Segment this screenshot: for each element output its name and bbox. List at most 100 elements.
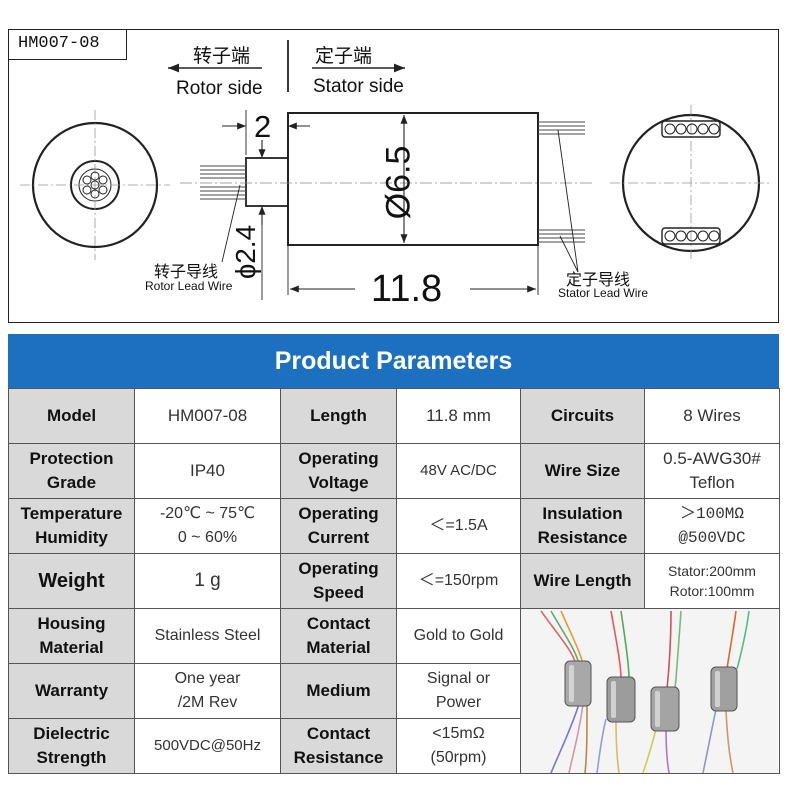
contact-material-label: Contact Material [280, 608, 397, 664]
op-speed-label: Operating Speed [280, 553, 397, 609]
housing-label-line2: Material [39, 638, 104, 657]
wire-length-value: Stator:200mm Rotor:100mm [644, 553, 780, 609]
wire-size-value: 0.5-AWG30# Teflon [644, 443, 780, 499]
model-value: HM007-08 [134, 388, 281, 444]
temperature-value: -20℃ ~ 75℃ 0 ~ 60% [134, 498, 281, 554]
wire-size-label: Wire Size [520, 443, 645, 499]
stator-side-cn: 定子端 [315, 45, 373, 67]
medium-value-line1: Signal or [426, 670, 491, 687]
op-current-value: ＜=1.5A [396, 498, 521, 554]
insulation-value-line1: ＞100MΩ [679, 505, 744, 523]
contact-material-value: Gold to Gold [396, 608, 521, 664]
table-row: Dielectric Strength 500VDC@50Hz Contact … [8, 718, 780, 774]
dielectric-label-line2: Strength [36, 748, 107, 767]
op-voltage-label: Operating Voltage [280, 443, 397, 499]
direction-arrows [168, 40, 405, 92]
contact-resistance-line1: <15mΩ [432, 725, 485, 742]
drawing-graphics [20, 40, 770, 300]
wire-length-stator: Stator:200mm [668, 563, 756, 579]
warranty-value: One year /2M Rev [134, 663, 281, 719]
rotor-side-cn: 转子端 [193, 45, 251, 67]
stator-lead-wire-cn: 定子导线 [566, 270, 631, 289]
table-row: Warranty One year /2M Rev Medium Signal … [8, 663, 780, 719]
contact-material-label-line1: Contact [306, 614, 371, 633]
op-speed-value: ＜=150rpm [396, 553, 521, 609]
dielectric-label-line1: Dielectric [33, 724, 110, 743]
op-voltage-label-line2: Voltage [308, 473, 369, 492]
contact-resistance-label-line2: Resistance [293, 748, 384, 767]
protection-value: IP40 [134, 443, 281, 499]
housing-label-line1: Housing [37, 614, 106, 633]
insulation-label-line2: Resistance [537, 528, 628, 547]
wire-size-line2: Teflon [689, 473, 735, 492]
protection-label-line1: Protection [29, 449, 114, 468]
contact-material-label-line2: Material [306, 638, 371, 657]
circuits-value: 8 Wires [644, 388, 780, 444]
weight-value: 1 g [134, 553, 281, 609]
medium-label: Medium [280, 663, 397, 719]
dielectric-label: Dielectric Strength [8, 718, 135, 774]
medium-value: Signal or Power [396, 663, 521, 719]
rotor-lead-wire-cn: 转子导线 [154, 262, 219, 281]
op-current-label: Operating Current [280, 498, 397, 554]
op-voltage-value: 48V AC/DC [396, 443, 521, 499]
op-current-label-line2: Current [307, 528, 370, 547]
wire-length-label: Wire Length [520, 553, 645, 609]
rotor-end-view [20, 110, 170, 260]
length-label: Length [280, 388, 397, 444]
weight-label: Weight [8, 553, 135, 609]
dimension-6-5: Ø6.5 [379, 145, 418, 220]
table-row: Model HM007-08 Length 11.8 mm Circuits 8… [8, 388, 780, 444]
op-speed-label-line1: Operating [298, 559, 379, 578]
insulation-label-line1: Insulation [542, 504, 623, 523]
humidity-label-line2: Humidity [35, 528, 108, 547]
warranty-value-line1: One year [174, 670, 241, 687]
model-label: Model [8, 388, 135, 444]
table-row: Temperature Humidity -20℃ ~ 75℃ 0 ~ 60% … [8, 498, 780, 554]
rotor-side-en: Rotor side [176, 78, 263, 99]
dimension-11-8: 11.8 [371, 268, 443, 310]
temperature-label-line1: Temperature [20, 504, 123, 523]
wire-length-rotor: Rotor:100mm [669, 583, 755, 599]
product-parameters-header: Product Parameters [8, 334, 779, 388]
length-value: 11.8 mm [396, 388, 521, 444]
product-photo-cell [520, 608, 780, 774]
parameters-table: Model HM007-08 Length 11.8 mm Circuits 8… [8, 388, 780, 774]
drawing-model-tag: HM007-08 [8, 29, 127, 60]
insulation-label: Insulation Resistance [520, 498, 645, 554]
housing-value: Stainless Steel [134, 608, 281, 664]
stator-lead-wire-en: Stator Lead Wire [558, 286, 649, 300]
insulation-value: ＞100MΩ @500VDC [644, 498, 780, 554]
stator-end-view [610, 105, 770, 262]
dielectric-value: 500VDC@50Hz [134, 718, 281, 774]
table-row: Weight 1 g Operating Speed ＜=150rpm Wire… [8, 553, 780, 609]
table-row: Housing Material Stainless Steel Contact… [8, 608, 780, 774]
temperature-value-line1: -20℃ ~ 75℃ [159, 505, 256, 522]
circuits-label: Circuits [520, 388, 645, 444]
warranty-label: Warranty [8, 663, 135, 719]
table-row: Protection Grade IP40 Operating Voltage … [8, 443, 780, 499]
wire-size-line1: 0.5-AWG30# [663, 449, 761, 468]
contact-resistance-value: <15mΩ (50rpm) [396, 718, 521, 774]
contact-resistance-line2: (50rpm) [430, 749, 487, 766]
side-view [180, 110, 595, 300]
humidity-value-line2: 0 ~ 60% [177, 529, 238, 546]
stator-side-en: Stator side [313, 76, 404, 97]
insulation-value-line2: @500VDC [678, 529, 746, 547]
contact-resistance-label: Contact Resistance [280, 718, 397, 774]
product-photo [521, 609, 778, 773]
dimension-2: 2 [254, 109, 272, 144]
technical-drawing [8, 29, 779, 323]
warranty-value-line2: /2M Rev [177, 694, 238, 711]
contact-resistance-label-line1: Contact [306, 724, 371, 743]
temperature-label: Temperature Humidity [8, 498, 135, 554]
rotor-lead-wire-en: Rotor Lead Wire [145, 279, 233, 293]
protection-label: Protection Grade [8, 443, 135, 499]
medium-value-line2: Power [435, 694, 482, 711]
op-speed-label-line2: Speed [312, 583, 365, 602]
protection-label-line2: Grade [46, 473, 97, 492]
housing-label: Housing Material [8, 608, 135, 664]
op-current-label-line1: Operating [298, 504, 379, 523]
op-voltage-label-line1: Operating [298, 449, 379, 468]
dimension-2-4: ɸ2.4 [230, 224, 262, 280]
